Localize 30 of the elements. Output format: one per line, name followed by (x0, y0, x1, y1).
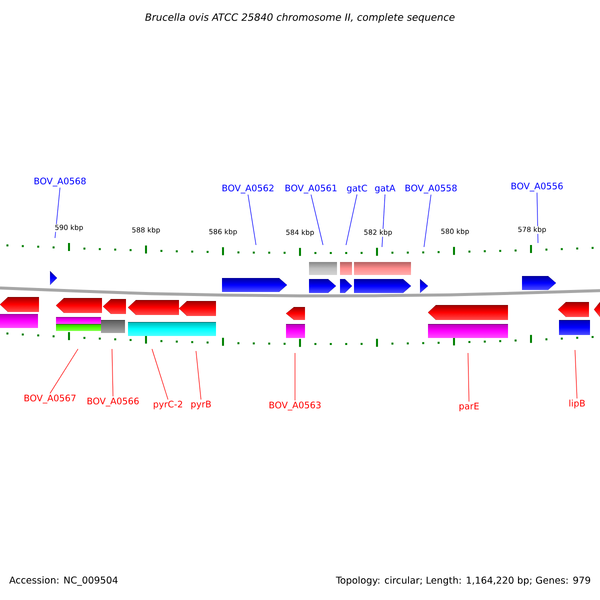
leader-line (310, 194, 324, 246)
gene-label: pyrB (191, 400, 211, 410)
leader-line (50, 348, 78, 394)
scale-track (6, 243, 594, 256)
gene-label: BOV_A0568 (34, 178, 86, 186)
gene-label: BOV_A0556 (512, 182, 563, 192)
gene-label: lipB (569, 400, 585, 408)
gene-label: BOV_A0566 (88, 398, 139, 406)
gene-label: BOV_A0561 (286, 184, 336, 194)
gene-label: pyrC-2 (154, 400, 182, 410)
gene-label: BOV_A0558 (406, 184, 457, 194)
leader-line (248, 194, 256, 246)
leader-line (346, 194, 358, 246)
leader-line (574, 350, 578, 399)
leader-line (112, 348, 114, 397)
gene-label: gatC (346, 184, 368, 194)
gene-label: BOV_A0562 (222, 184, 274, 194)
footer-text: Topology: circular; Length: 1,164,220 bp; Genes: 979 (336, 576, 590, 586)
leader-line (468, 352, 470, 402)
gene-label: gatA (375, 184, 396, 194)
gene-label: BOV_A0563 (270, 402, 321, 410)
footer-text: Accession: NC_009504 (9, 576, 118, 586)
leader-line (152, 348, 168, 400)
leader-line (424, 194, 432, 248)
leader-line (294, 352, 296, 401)
title: Brucella ovis ATCC 25840 chromosome II, complete sequence (145, 13, 455, 23)
gene-label: parE (460, 402, 479, 412)
leader-line (196, 350, 202, 400)
scale-track (6, 332, 594, 347)
gene-label: BOV_A0567 (24, 394, 76, 404)
